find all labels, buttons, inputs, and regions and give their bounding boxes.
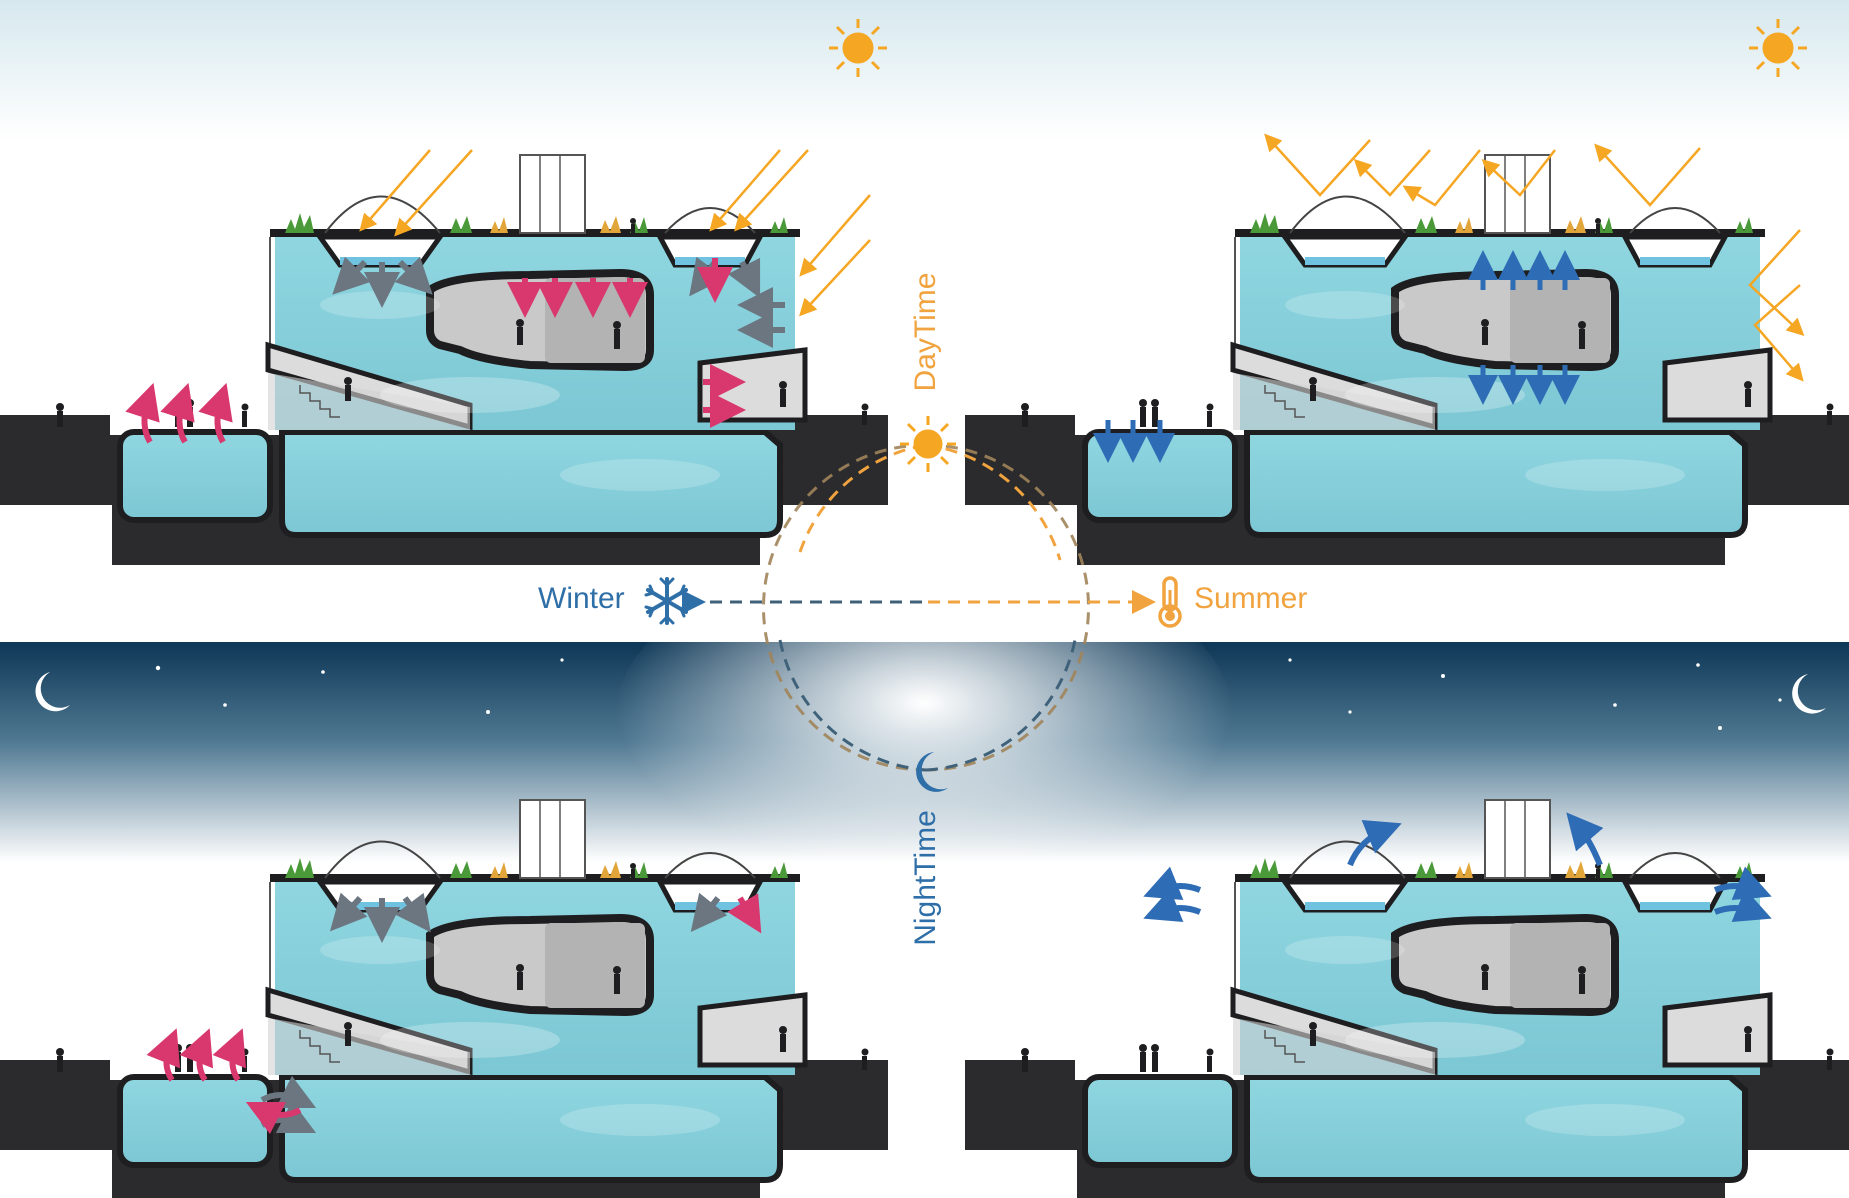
daytime-label: DayTime <box>909 272 942 392</box>
sun-icon <box>900 416 956 472</box>
thermometer-icon <box>1158 576 1182 628</box>
moon-icon <box>1792 674 1826 714</box>
sun-icon <box>1749 19 1807 77</box>
pink-arrows-winter-day <box>125 258 746 444</box>
sun-rays-summer-day <box>1264 133 1805 382</box>
moon-icon <box>916 752 948 792</box>
day-sky <box>0 0 1849 140</box>
stars <box>155 658 1782 730</box>
sun-rays-winter-day <box>359 149 871 317</box>
sun-icon <box>829 19 887 77</box>
snowflake-icon <box>644 577 690 625</box>
pink-arrows-winter-night <box>146 893 762 1135</box>
night-sky-fade <box>614 550 1234 890</box>
nighttime-label: NightTime <box>909 810 942 946</box>
blue-arrows-summer-day <box>1093 250 1580 463</box>
panel-winter-day <box>0 155 888 565</box>
panel-summer-day <box>965 155 1849 565</box>
winter-label: Winter <box>538 582 625 615</box>
moon-icon <box>35 672 70 712</box>
blue-arrows-summer-night <box>1143 812 1772 923</box>
day-night-cycle <box>762 443 1090 772</box>
summer-label: Summer <box>1194 582 1308 615</box>
